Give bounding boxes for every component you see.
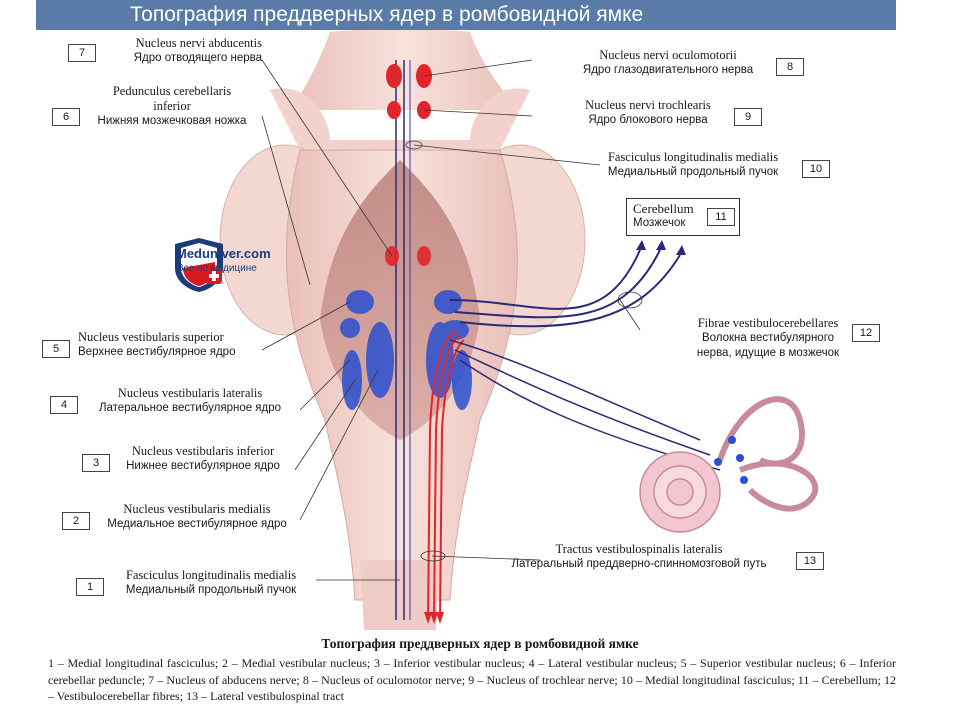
label-oculomotor-nucleus: Nucleus nervi oculomotorii Ядро глазодви… [562,48,774,78]
label-lateral-vestibular-nucleus: Nucleus vestibularis lateralis Латеральн… [80,386,300,416]
label-russian: нерва, идущие в мозжечок [696,347,840,359]
cerebellum-box: Cerebellum Мозжечок 11 [626,198,740,236]
page-title: Топография преддверных ядер в ромбовидно… [130,3,644,26]
fibre-arrows [636,240,686,255]
label-number: 4 [50,396,78,414]
caption-legend: 1 – Medial longitudinal fasciculus; 2 – … [48,656,896,703]
title-bar: Топография преддверных ядер в ромбовидно… [36,0,896,30]
caption-title: Топография преддверных ядер в ромбовидно… [321,636,639,651]
label-number: 2 [62,512,90,530]
label-medial-longitudinal-fasciculus: Fasciculus longitudinalis medialis Медиа… [104,568,318,598]
label-number: 13 [796,552,824,570]
label-latin: Nucleus vestibularis medialis [123,502,271,516]
label-medial-vestibular-nucleus: Nucleus vestibularis medialis Медиальное… [90,502,304,532]
label-russian: Медиальное вестибулярное ядро [107,518,287,530]
label-number: 1 [76,578,104,596]
label-trochlear-nucleus: Nucleus nervi trochlearis Ядро блокового… [560,98,736,128]
label-latin: Nucleus vestibularis superior [78,330,224,344]
label-russian: Медиальный продольный пучок [125,584,297,596]
label-russian: Ядро отводящего нерва [133,52,262,64]
label-number: 9 [734,108,762,126]
label-superior-vestibular-nucleus: Nucleus vestibularis superior Верхнее ве… [78,330,235,360]
inner-ear [639,396,819,533]
label-latin: inferior [153,99,191,113]
logo-tagline: Все по медицине [177,263,257,274]
label-latin: Nucleus vestibularis inferior [131,444,275,458]
label-cerebellum: Cerebellum Мозжечок [633,201,694,231]
label-mlf-upper: Fasciculus longitudinalis medialis Медиа… [586,150,800,180]
label-latin: Nucleus nervi trochlearis [585,98,711,112]
label-latin: Fibrae vestibulocerebellares [697,316,839,330]
label-russian: Верхнее вестибулярное ядро [78,346,236,358]
label-russian: Ядро глазодвигательного нерва [582,64,754,76]
label-number: 5 [42,340,70,358]
leader-lines [261,59,641,581]
label-number: 6 [52,108,80,126]
label-latin: Nucleus vestibularis lateralis [117,386,263,400]
label-latin: Nucleus nervi oculomotorii [599,48,737,62]
label-russian: Волокна вестибулярного [701,332,835,344]
vestibulocerebellar-fibres [449,249,681,328]
label-latin: Fasciculus longitudinalis medialis [125,568,297,582]
label-number: 12 [852,324,880,342]
vestibulospinal-tract [427,329,465,621]
ear-receptors [714,436,748,484]
label-number: 3 [82,454,110,472]
label-inferior-cerebellar-peduncle: Pedunculus cerebellaris inferior Нижняя … [80,84,264,129]
label-abducens-nucleus: Nucleus nervi abducentis Ядро отводящего… [86,36,262,66]
label-vestibulocerebellar-fibres: Fibrae vestibulocerebellares Волокна вес… [676,316,860,361]
label-latin: Tractus vestibulospinalis lateralis [555,542,723,556]
label-number: 10 [802,160,830,178]
brainstem-illustration [219,30,819,630]
label-russian: Мозжечок [633,217,686,229]
label-latin: Cerebellum [633,201,694,216]
label-latin: Fasciculus longitudinalis medialis [607,150,779,164]
midbrain [290,30,520,110]
label-russian: Нижняя мозжечковая ножка [97,115,247,127]
label-russian: Латеральный преддверно-спинномозговой пу… [511,558,767,570]
label-russian: Медиальный продольный пучок [607,166,779,178]
label-vestibulospinal-tract: Tractus vestibulospinalis lateralis Лате… [480,542,798,572]
label-inferior-vestibular-nucleus: Nucleus vestibularis inferior Нижнее вес… [110,444,296,474]
label-number: 7 [68,44,96,62]
label-russian: Латеральное вестибулярное ядро [98,402,282,414]
label-number: 11 [707,208,735,226]
tract-arrows [424,612,444,624]
label-russian: Нижнее вестибулярное ядро [126,460,280,472]
label-russian: Ядро блокового нерва [588,114,708,126]
label-latin: Pedunculus cerebellaris [112,84,232,98]
logo-name: Meduniver.com [176,246,271,261]
label-latin: Nucleus nervi abducentis [135,36,262,50]
logo-shield-icon [175,238,223,292]
label-number: 8 [776,58,804,76]
